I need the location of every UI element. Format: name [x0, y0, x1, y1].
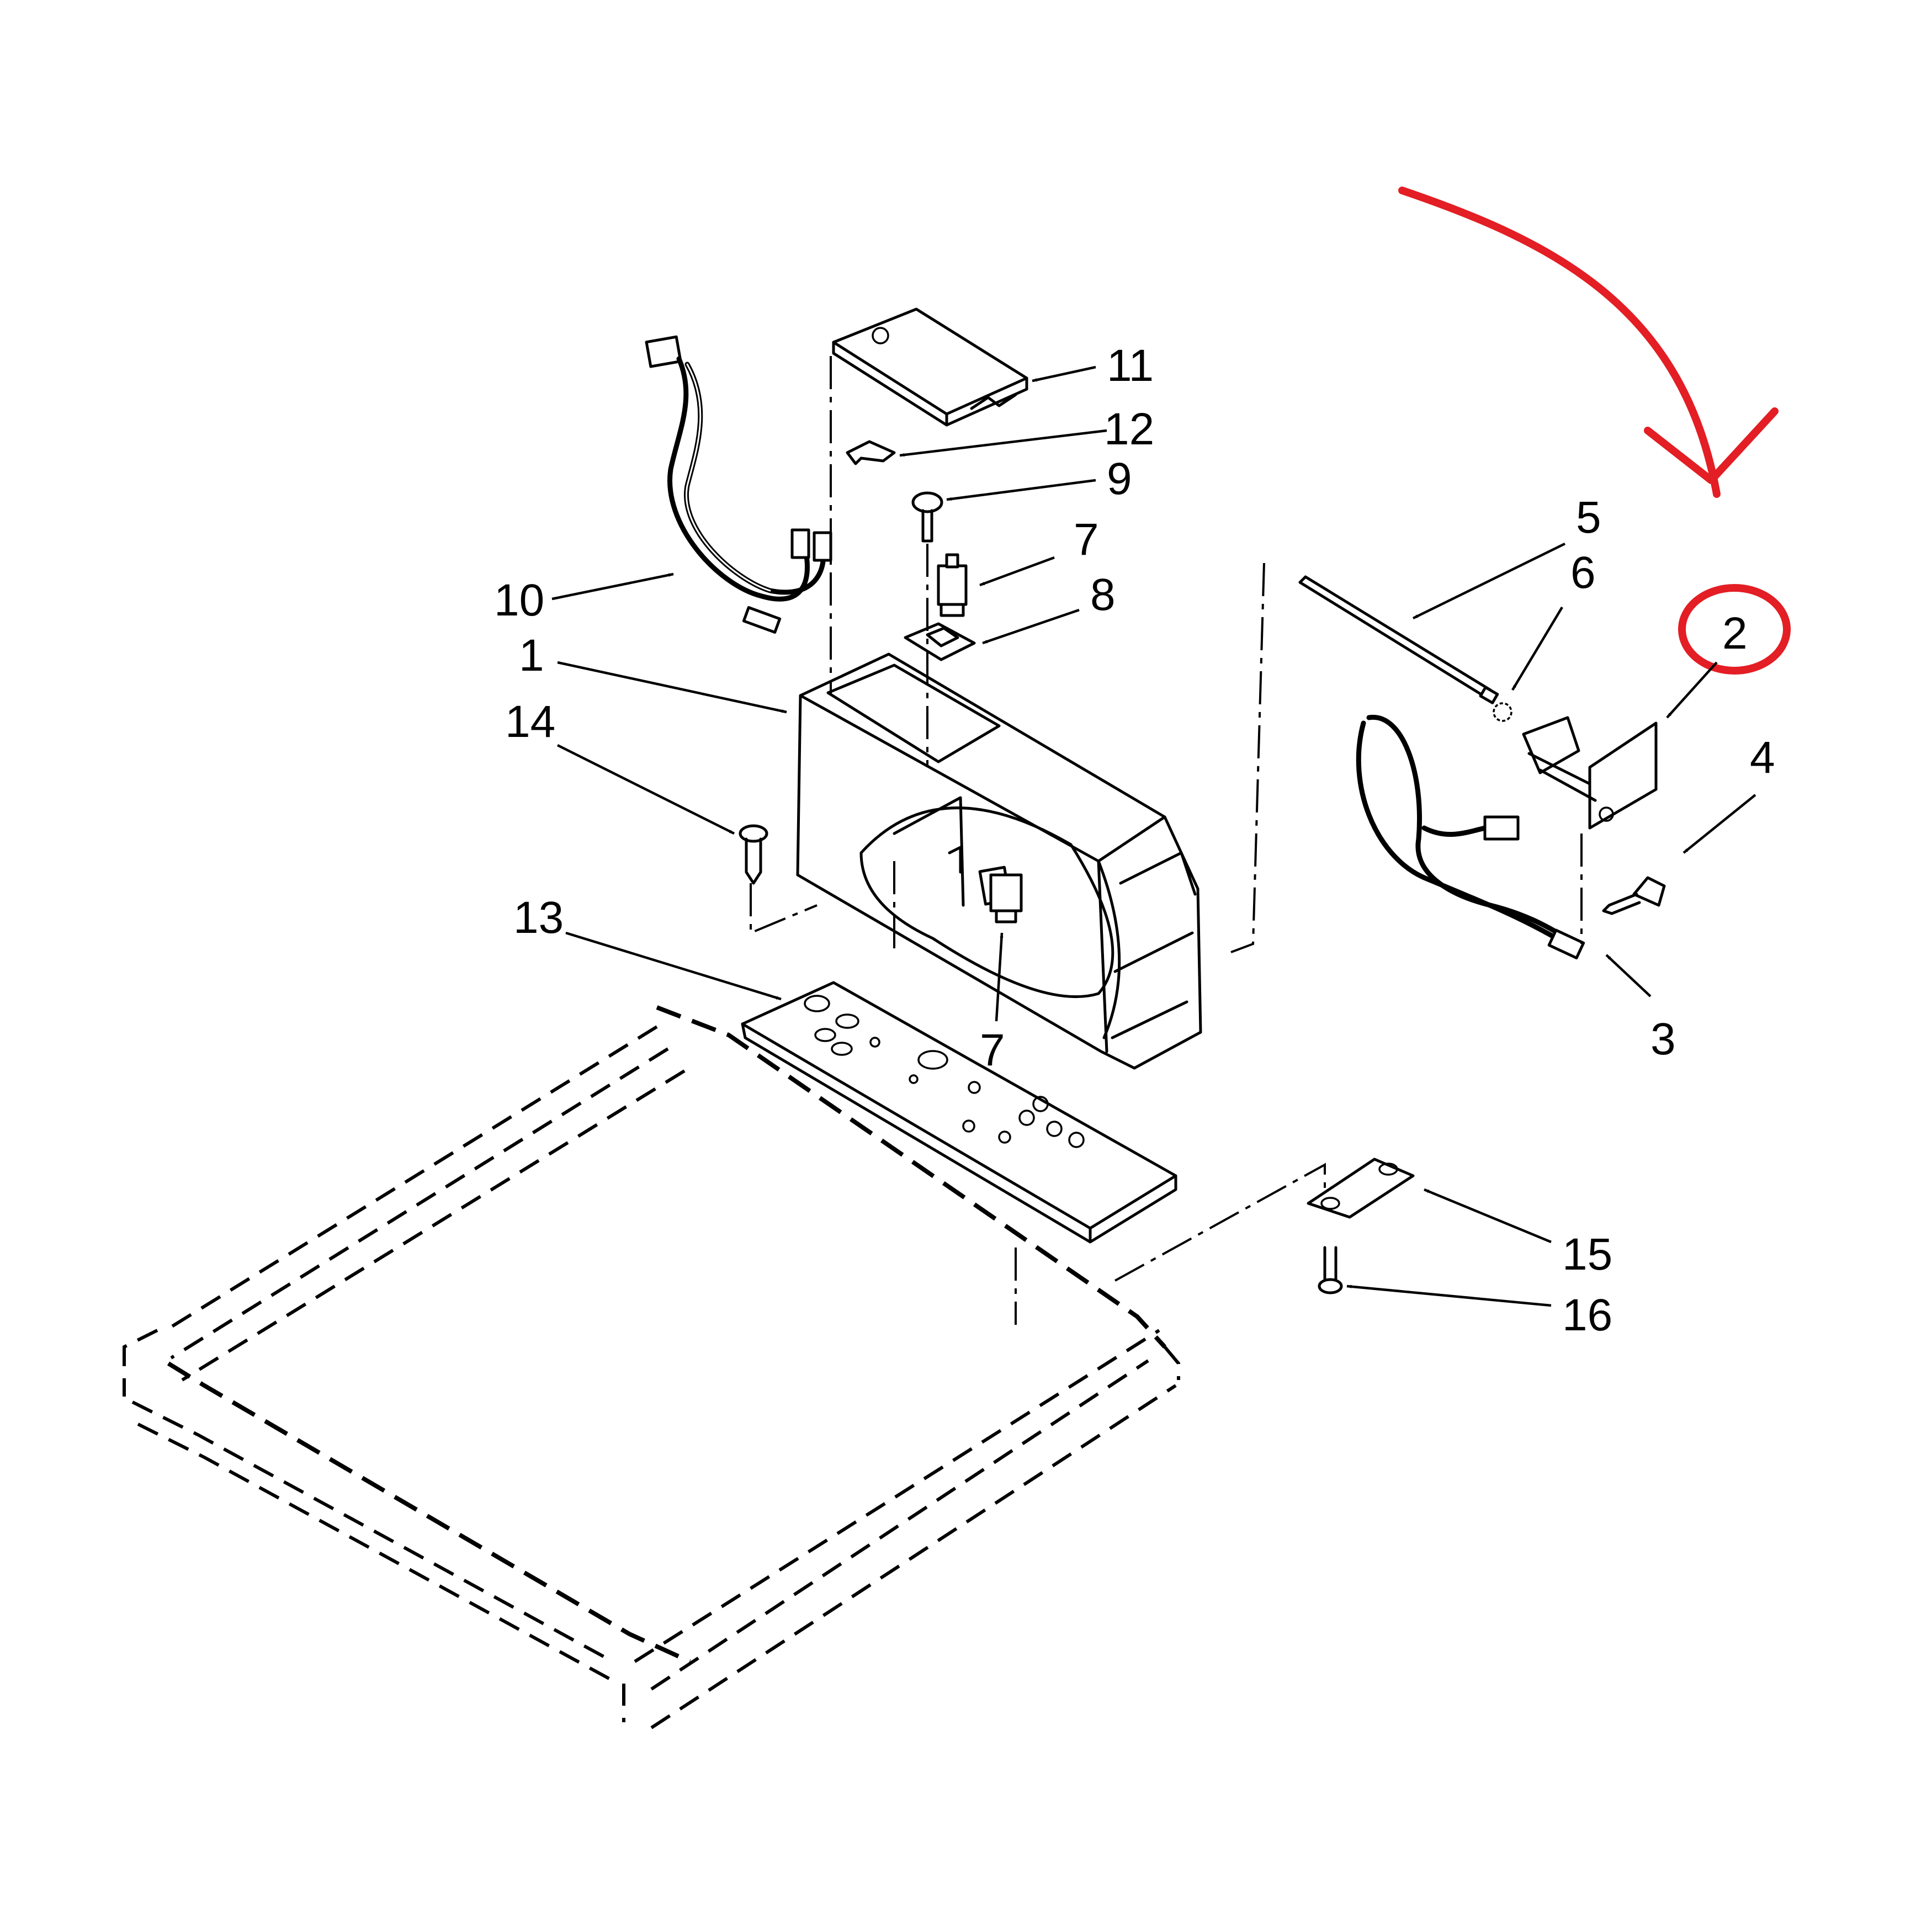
- screw-16: [1318, 1246, 1343, 1294]
- callout-4: 4: [1750, 733, 1775, 783]
- callout-5: 5: [1576, 492, 1601, 543]
- callout-1: 1: [519, 630, 544, 681]
- callout-10: 10: [494, 575, 544, 625]
- callout-7-lower: 7: [980, 1025, 1005, 1075]
- switch-upper: [937, 553, 968, 617]
- washer-top-frame-outline: [123, 1005, 1180, 1729]
- red-highlight-circle: [1678, 584, 1791, 675]
- callout-12: 12: [1104, 404, 1154, 454]
- callout-2: 2: [1722, 608, 1748, 659]
- mounting-plate: [741, 981, 1177, 1244]
- shaft: [1298, 575, 1499, 704]
- control-board-assembly: [1356, 714, 1658, 959]
- bracket: [1307, 1158, 1415, 1219]
- callout-labels: 1 2 3 4 5 6 7 7 8 9 10 11 12 13 14 15 16: [494, 341, 1775, 1340]
- callout-15: 15: [1562, 1229, 1612, 1280]
- callout-14: 14: [505, 697, 555, 747]
- callout-6: 6: [1570, 548, 1596, 598]
- switch-lower: [989, 873, 1023, 923]
- screw-14: [739, 824, 768, 885]
- clip: [846, 440, 896, 465]
- cover-bracket: [832, 307, 1028, 427]
- callout-11: 11: [1107, 341, 1154, 391]
- callout-13: 13: [513, 893, 564, 943]
- screw-4: [1602, 876, 1666, 915]
- screw-9: [911, 491, 943, 543]
- star-washer: [1493, 702, 1512, 722]
- callout-16: 16: [1562, 1290, 1612, 1340]
- callout-7-upper: 7: [1074, 514, 1099, 565]
- callout-8: 8: [1090, 570, 1116, 620]
- gasket: [904, 622, 976, 661]
- red-annotation-arrow: [1398, 187, 1779, 498]
- callout-9: 9: [1107, 454, 1132, 504]
- alignment-lines: [750, 356, 1583, 1325]
- leader-lines: [551, 365, 1756, 1307]
- wire-harness: [645, 335, 832, 634]
- callout-3: 3: [1650, 1014, 1676, 1064]
